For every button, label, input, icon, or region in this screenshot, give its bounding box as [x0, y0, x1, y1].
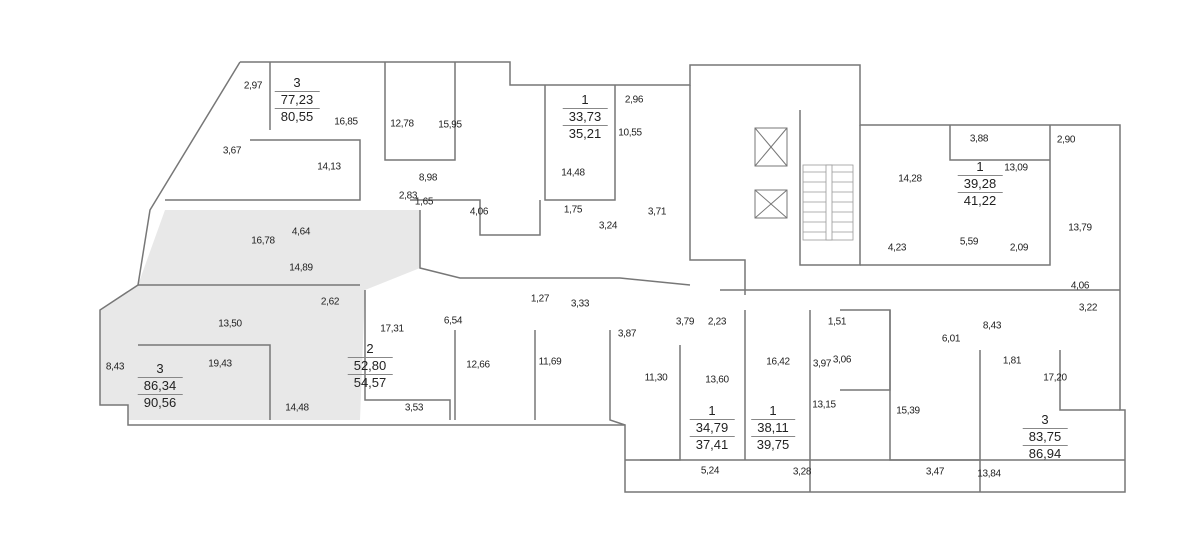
room-area-label: 3,33 [570, 298, 590, 310]
room-area-label: 13,09 [1004, 162, 1028, 174]
room-area-label: 13,50 [218, 318, 242, 330]
apartment-total-area: 80,55 [280, 109, 314, 124]
room-area-label: 1,27 [530, 293, 550, 305]
room-area-label: 4,06 [1070, 280, 1090, 292]
apartment-label: 2 52,80 54,57 [347, 341, 393, 391]
room-area-label: 19,43 [208, 358, 232, 370]
room-area-label: 3,79 [675, 316, 695, 328]
room-area-label: 17,20 [1043, 372, 1067, 384]
apartment-total-area: 90,56 [143, 395, 177, 410]
apartment-living-area: 39,28 [957, 176, 1003, 193]
room-area-label: 5,24 [700, 465, 720, 477]
room-area-label: 2,96 [624, 94, 644, 106]
apartment-label: 1 33,73 35,21 [562, 92, 608, 142]
room-area-label: 16,42 [766, 356, 790, 368]
walls [99, 61, 1126, 493]
room-area-label: 1,75 [563, 204, 583, 216]
room-area-label: 12,78 [390, 118, 414, 130]
apartment-living-area: 83,75 [1022, 429, 1068, 446]
staircase [802, 164, 854, 241]
room-area-label: 3,53 [404, 402, 424, 414]
room-area-label: 14,48 [561, 167, 585, 179]
apartment-label: 3 77,23 80,55 [274, 75, 320, 125]
apartment-label: 1 38,11 39,75 [751, 403, 795, 453]
room-area-label: 15,95 [438, 119, 462, 131]
room-area-label: 1,81 [1002, 355, 1022, 367]
room-area-label: 15,39 [896, 405, 920, 417]
apartment-rooms: 3 [274, 75, 320, 92]
room-area-label: 12,66 [466, 359, 490, 371]
room-area-label: 13,15 [812, 399, 836, 411]
room-area-label: 13,79 [1068, 222, 1092, 234]
room-area-label: 13,84 [977, 468, 1001, 480]
apartment-living-area: 38,11 [751, 420, 795, 437]
room-area-label: 3,28 [792, 466, 812, 478]
room-area-label: 2,23 [707, 316, 727, 328]
room-area-label: 4,06 [469, 206, 489, 218]
room-area-label: 3,88 [969, 133, 989, 145]
apartment-total-area: 39,75 [756, 437, 790, 452]
room-area-label: 3,47 [925, 466, 945, 478]
room-area-label: 14,28 [898, 173, 922, 185]
apartment-label: 1 34,79 37,41 [689, 403, 735, 453]
room-area-label: 2,97 [243, 80, 263, 92]
room-area-label: 3,06 [832, 354, 852, 366]
room-area-label: 8,43 [982, 320, 1002, 332]
room-area-label: 13,60 [705, 374, 729, 386]
apartment-rooms: 2 [347, 341, 393, 358]
room-area-label: 10,55 [618, 127, 642, 139]
room-area-label: 8,98 [418, 172, 438, 184]
apartment-label: 3 86,34 90,56 [137, 361, 183, 411]
apartment-label: 1 39,28 41,22 [957, 159, 1003, 209]
room-area-label: 2,83 [398, 190, 418, 202]
apartment-rooms: 1 [751, 403, 795, 420]
elevator-shafts [754, 127, 788, 219]
room-area-label: 2,09 [1009, 242, 1029, 254]
room-area-label: 16,85 [334, 116, 358, 128]
room-area-label: 4,23 [887, 242, 907, 254]
room-area-label: 16,78 [251, 235, 275, 247]
apartment-living-area: 52,80 [347, 358, 393, 375]
room-area-label: 17,31 [380, 323, 404, 335]
room-area-label: 3,71 [647, 206, 667, 218]
room-area-label: 2,62 [320, 296, 340, 308]
room-area-label: 3,24 [598, 220, 618, 232]
room-area-label: 6,01 [941, 333, 961, 345]
room-area-label: 14,48 [285, 402, 309, 414]
room-area-label: 1,65 [414, 196, 434, 208]
apartment-living-area: 86,34 [137, 378, 183, 395]
apartment-total-area: 37,41 [695, 437, 729, 452]
room-area-label: 3,67 [222, 145, 242, 157]
apartment-living-area: 77,23 [274, 92, 320, 109]
room-area-label: 5,59 [959, 236, 979, 248]
apartment-total-area: 54,57 [353, 375, 387, 390]
apartment-total-area: 86,94 [1028, 446, 1062, 461]
apartment-total-area: 41,22 [963, 193, 997, 208]
room-area-label: 8,43 [105, 361, 125, 373]
apartment-rooms: 1 [957, 159, 1003, 176]
room-area-label: 4,64 [291, 226, 311, 238]
apartment-rooms: 3 [137, 361, 183, 378]
room-area-label: 3,87 [617, 328, 637, 340]
apartment-rooms: 1 [689, 403, 735, 420]
room-area-label: 3,97 [812, 358, 832, 370]
room-area-label: 6,54 [443, 315, 463, 327]
room-area-label: 14,89 [289, 262, 313, 274]
room-area-label: 1,51 [827, 316, 847, 328]
room-area-label: 11,69 [538, 356, 562, 368]
room-area-label: 2,90 [1056, 134, 1076, 146]
room-area-label: 11,30 [644, 372, 668, 384]
apartment-rooms: 3 [1022, 412, 1068, 429]
apartment-rooms: 1 [562, 92, 608, 109]
room-area-label: 3,22 [1078, 302, 1098, 314]
apartment-total-area: 35,21 [568, 126, 602, 141]
highlighted-apartment-area [100, 210, 420, 420]
apartment-label: 3 83,75 86,94 [1022, 412, 1068, 462]
apartment-living-area: 34,79 [689, 420, 735, 437]
apartment-living-area: 33,73 [562, 109, 608, 126]
room-area-label: 14,13 [317, 161, 341, 173]
